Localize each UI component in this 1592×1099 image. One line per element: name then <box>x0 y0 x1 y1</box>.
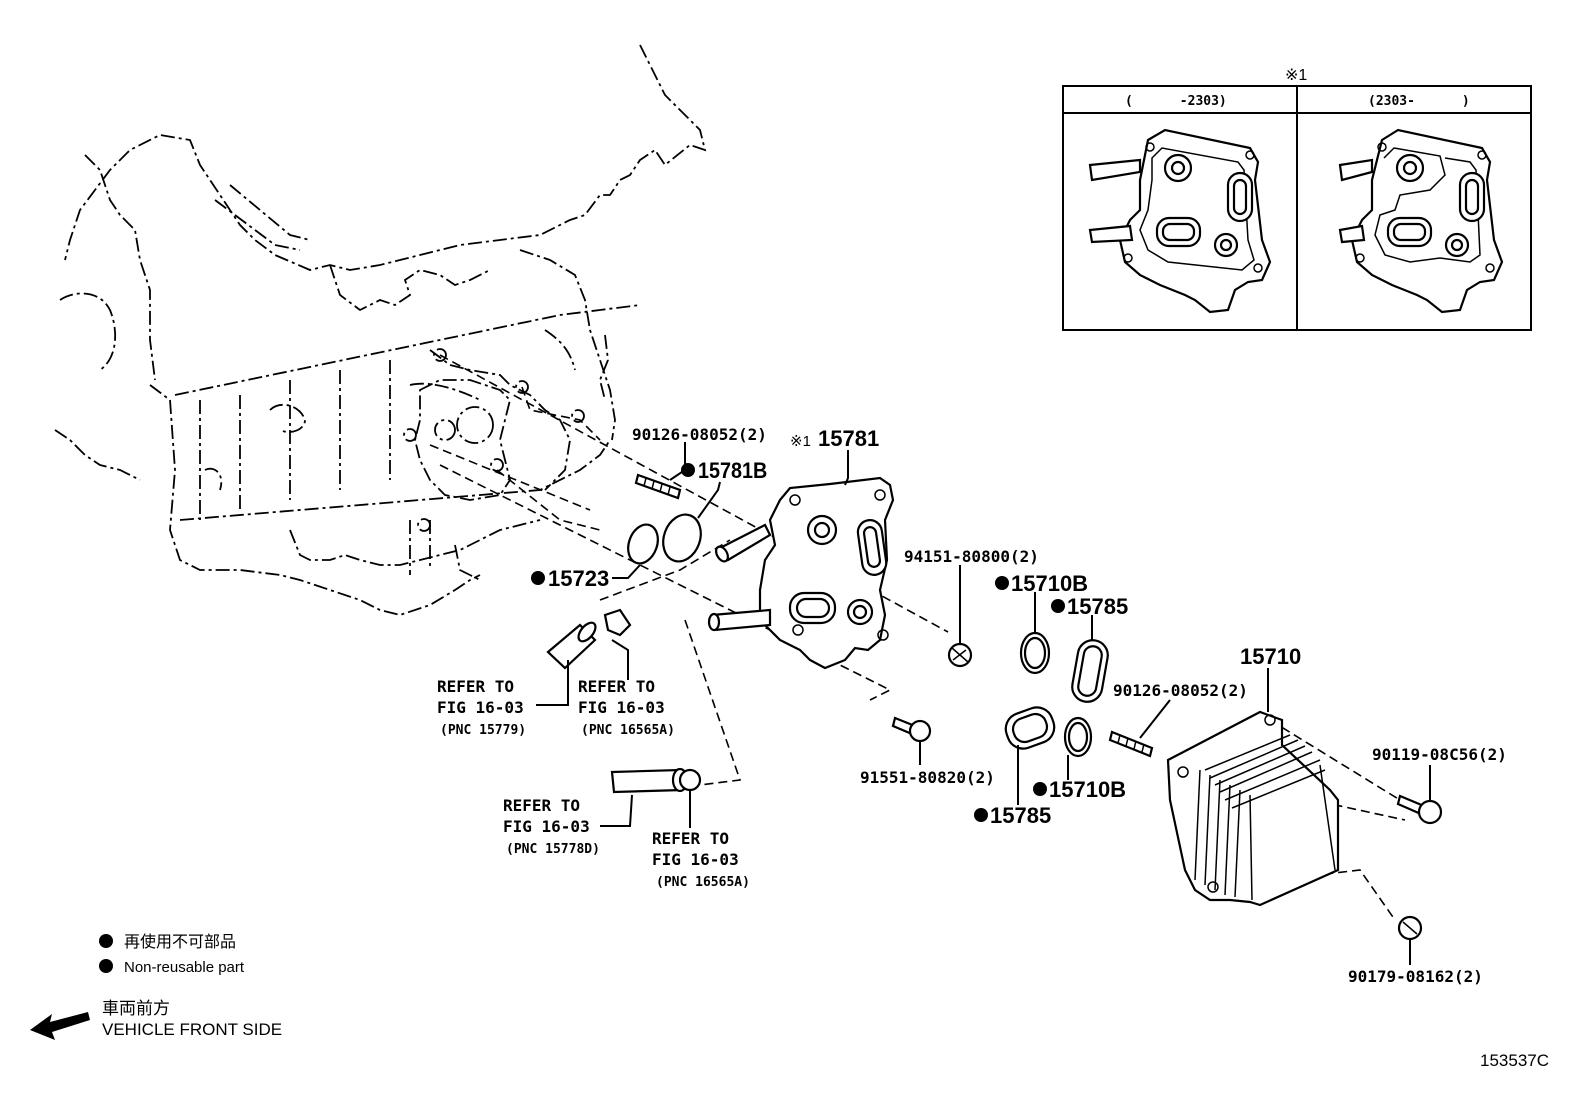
label-15785-top: 15785 <box>1067 594 1128 619</box>
label-15710b-bottom: 15710B <box>1049 777 1126 802</box>
refer-notes: REFER TO FIG 16-03 (PNC 15779) REFER TO … <box>437 677 750 890</box>
label-bolt-90126-right: 90126-08052(2) <box>1113 681 1248 700</box>
refer-note-16565a-top: REFER TO FIG 16-03 (PNC 16565A) <box>578 677 675 738</box>
inset-col-left: ( -2303) <box>1125 94 1227 109</box>
label-plate-marker: ※1 <box>790 433 811 450</box>
label-90179: 90179-08162(2) <box>1348 967 1483 986</box>
label-94151: 94151-80800(2) <box>904 547 1039 566</box>
svg-text:FIG 16-03: FIG 16-03 <box>578 698 665 717</box>
bolt-91551 <box>891 716 932 743</box>
inset-col-right: (2303- ) <box>1368 94 1470 109</box>
inset-variant-right <box>1338 128 1504 314</box>
svg-text:REFER TO: REFER TO <box>652 829 729 848</box>
svg-text:(PNC 15778D): (PNC 15778D) <box>506 842 600 857</box>
part-labels: 90126-08052(2) 15781B ※1 15781 15723 941… <box>531 425 1507 986</box>
bolt-90119 <box>1396 794 1443 825</box>
inset-box: ※1 ( -2303) (2303- ) <box>1062 67 1532 331</box>
svg-text:FIG 16-03: FIG 16-03 <box>503 817 590 836</box>
oil-cooler-15710 <box>1166 710 1340 907</box>
svg-text:(PNC 15779): (PNC 15779) <box>440 723 526 738</box>
non-reusable-dot <box>681 463 695 477</box>
nut-90179 <box>1397 915 1423 941</box>
label-bolt-90126-top: 90126-08052(2) <box>632 425 767 444</box>
label-15781b: 15781B <box>698 459 767 483</box>
non-reusable-dot <box>1051 599 1065 613</box>
svg-text:FIG 16-03: FIG 16-03 <box>437 698 524 717</box>
plug-94151 <box>947 642 973 668</box>
figure-code: 153537C <box>1480 1051 1549 1070</box>
svg-text:FIG 16-03: FIG 16-03 <box>652 850 739 869</box>
leader-lines <box>536 442 1431 965</box>
stud-bolt-top <box>634 473 682 500</box>
front-jp: 車両前方 <box>102 999 170 1018</box>
legend: 再使用不可部品 Non-reusable part 車両前方 VEHICLE F… <box>30 933 282 1040</box>
stud-bolt-right <box>1108 730 1154 758</box>
label-15723: 15723 <box>548 566 609 591</box>
non-reusable-dot <box>531 571 545 585</box>
front-arrow-icon <box>30 1012 90 1040</box>
label-15710b-top: 15710B <box>1011 571 1088 596</box>
label-15710: 15710 <box>1240 644 1301 669</box>
o-rings <box>627 513 1109 758</box>
oil-cooler-plate-15781 <box>707 476 895 670</box>
non-reusable-dot <box>1033 782 1047 796</box>
inset-variant-left <box>1088 128 1272 314</box>
refer-note-16565a-bottom: REFER TO FIG 16-03 (PNC 16565A) <box>652 829 750 890</box>
legend-dot <box>99 959 113 973</box>
svg-text:(PNC 16565A): (PNC 16565A) <box>581 723 675 738</box>
refer-note-15778d: REFER TO FIG 16-03 (PNC 15778D) <box>503 796 600 857</box>
front-en: VEHICLE FRONT SIDE <box>102 1020 282 1039</box>
label-15781: 15781 <box>818 426 879 451</box>
hoses-clamps <box>546 608 702 794</box>
refer-note-15779: REFER TO FIG 16-03 (PNC 15779) <box>437 677 526 738</box>
legend-dot <box>99 934 113 948</box>
label-91551: 91551-80820(2) <box>860 768 995 787</box>
non-reusable-dot <box>974 808 988 822</box>
legend-jp: 再使用不可部品 <box>124 933 236 951</box>
engine-block-outline <box>54 44 707 616</box>
label-90119: 90119-08C56(2) <box>1372 745 1507 764</box>
svg-text:REFER TO: REFER TO <box>437 677 514 696</box>
inset-marker: ※1 <box>1285 67 1307 84</box>
legend-en: Non-reusable part <box>124 959 245 976</box>
non-reusable-dot <box>995 576 1009 590</box>
svg-text:REFER TO: REFER TO <box>503 796 580 815</box>
svg-text:(PNC 16565A): (PNC 16565A) <box>656 875 750 890</box>
svg-text:REFER TO: REFER TO <box>578 677 655 696</box>
label-15785-bottom: 15785 <box>990 803 1051 828</box>
